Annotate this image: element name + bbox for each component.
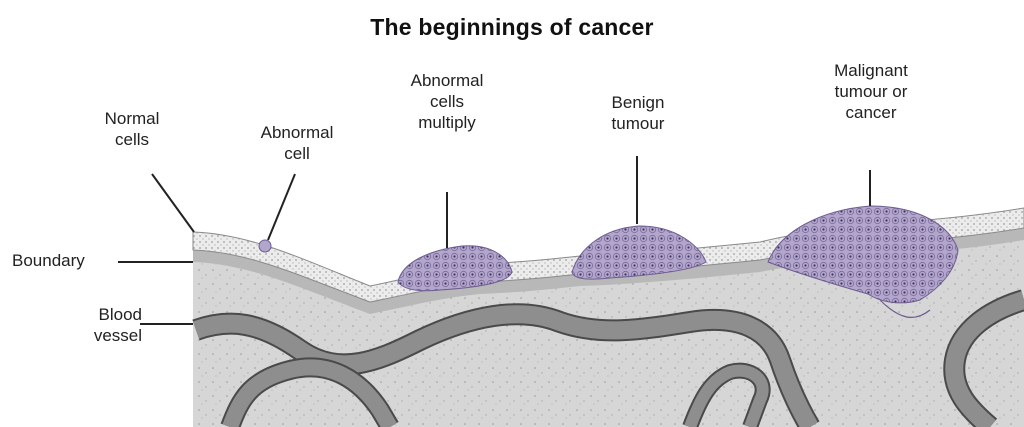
- label-malignant-tumour: Malignant tumour or cancer: [804, 60, 938, 123]
- abnormal-cell: [259, 240, 271, 252]
- label-benign-tumour: Benign tumour: [588, 92, 688, 134]
- label-abnormal-cells-multiply: Abnormal cells multiply: [392, 70, 502, 133]
- label-normal-cells: Normal cells: [90, 108, 174, 150]
- label-boundary: Boundary: [12, 250, 85, 271]
- label-blood-vessel: Blood vessel: [66, 304, 142, 346]
- label-abnormal-cell: Abnormal cell: [240, 122, 354, 164]
